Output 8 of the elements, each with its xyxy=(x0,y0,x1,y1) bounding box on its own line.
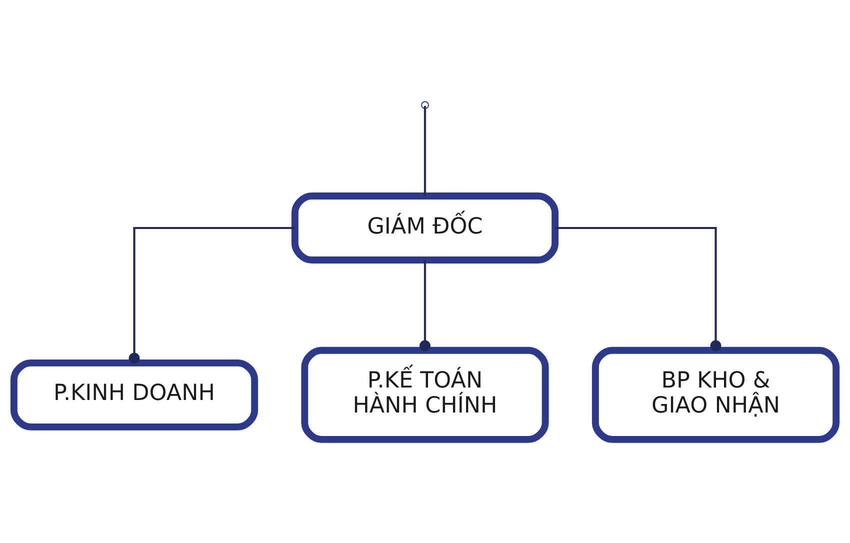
node-box: GIÁM ĐỐC xyxy=(291,192,559,263)
node-box: P.KẾ TOÁN HÀNH CHÍNH xyxy=(301,346,549,442)
connector xyxy=(424,105,426,196)
connector xyxy=(420,260,430,351)
node-box: BP KHO & GIAO NHẬN xyxy=(592,346,840,442)
node-box: P.KINH DOANH xyxy=(10,358,258,430)
connector xyxy=(555,226,722,351)
connector xyxy=(128,226,295,364)
